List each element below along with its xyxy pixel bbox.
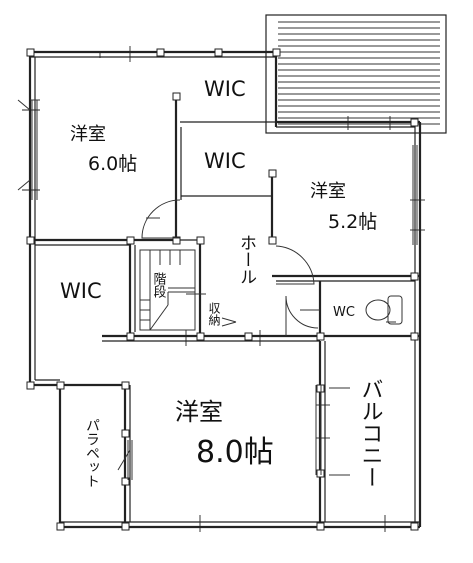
windows — [17, 99, 418, 480]
deck-hatch — [265, 14, 447, 134]
room-labels: WIC WIC WIC 洋室 6.0帖 洋室 5.2帖 洋室 8.0帖 WC ホ… — [60, 77, 383, 488]
label-western-3-size: 8.0帖 — [196, 435, 274, 470]
label-wic-mid: WIC — [204, 149, 246, 173]
label-stairs: 階段 — [151, 272, 167, 298]
label-hall: ホール — [236, 234, 256, 285]
label-wic-left: WIC — [60, 279, 102, 303]
label-parapet: パラペット — [84, 418, 100, 488]
storage-marks — [221, 317, 237, 327]
label-western-2-size: 5.2帖 — [328, 211, 377, 233]
label-storage: 収納 — [207, 302, 221, 326]
label-western-1-name: 洋室 — [70, 124, 106, 145]
doors — [141, 199, 320, 336]
label-western-1-size: 6.0帖 — [88, 153, 137, 175]
label-western-3-name: 洋室 — [175, 398, 223, 426]
label-wic-top: WIC — [204, 77, 246, 101]
toilet-fixture — [365, 295, 403, 325]
posts — [26, 48, 419, 531]
stairs-drawing — [139, 249, 196, 331]
label-western-2-name: 洋室 — [310, 181, 346, 202]
label-wc: WC — [333, 305, 355, 320]
outer-walls — [28, 50, 422, 529]
label-balcony: バルコニー — [358, 378, 383, 488]
